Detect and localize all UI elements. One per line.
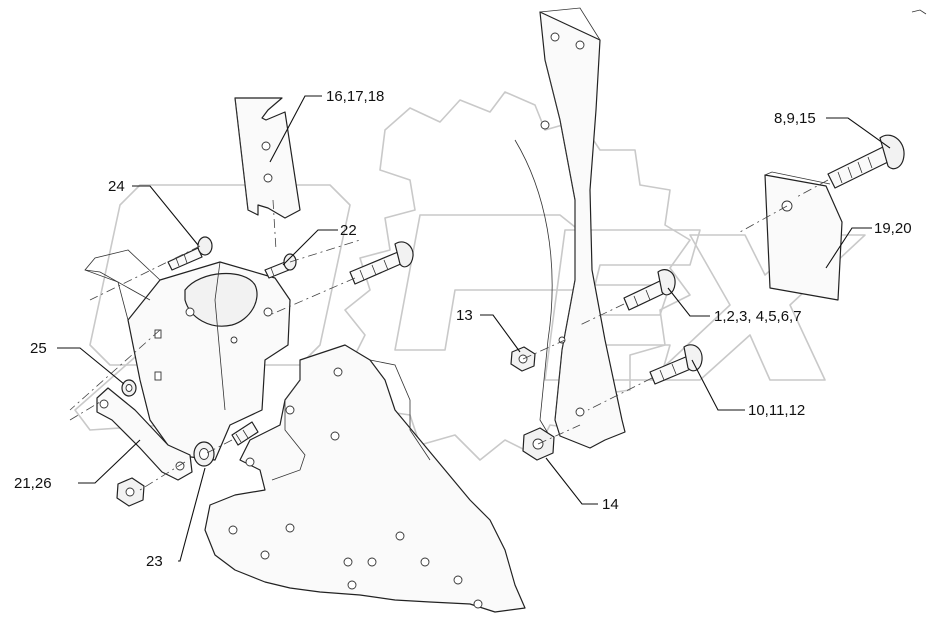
callout-10-11-12: 10,11,12: [748, 402, 805, 419]
callout-24: 24: [108, 178, 125, 195]
bottom-plate: [204, 344, 526, 613]
share-plate: [764, 171, 843, 301]
callout-labels: 16,17,18 8,9,15 24 22 19,20 13 1,2,3, 4,…: [14, 88, 912, 570]
mounting-bracket: [84, 249, 291, 461]
bolt-8-9-15: [827, 134, 905, 189]
leader-lines: [57, 95, 891, 562]
bolt-bracket-lower: [231, 421, 259, 446]
callout-1-7: 1,2,3, 4,5,6,7: [714, 308, 802, 325]
bolt-24: [167, 236, 213, 271]
bolt-22-long: [349, 241, 414, 285]
callout-19-20: 19,20: [874, 220, 912, 237]
corner-mark-icon: [911, 9, 927, 15]
bolt-10-11-12: [649, 344, 703, 385]
callout-22: 22: [340, 222, 357, 239]
washer-23: [193, 441, 215, 467]
bolt-22-short: [264, 253, 297, 279]
callout-16-17-18: 16,17,18: [326, 88, 384, 105]
callout-23: 23: [146, 553, 163, 570]
washer-25: [121, 379, 137, 397]
nut-21-26: [116, 477, 145, 507]
slotted-plate: [234, 97, 301, 219]
callout-13: 13: [456, 307, 473, 324]
bolt-1-7: [623, 269, 676, 311]
centerlines: [69, 179, 829, 491]
callout-14: 14: [602, 496, 619, 513]
curved-shank: [514, 7, 626, 449]
callout-8-9-15: 8,9,15: [774, 110, 816, 127]
callout-21-26: 21,26: [14, 475, 52, 492]
callout-25: 25: [30, 340, 47, 357]
